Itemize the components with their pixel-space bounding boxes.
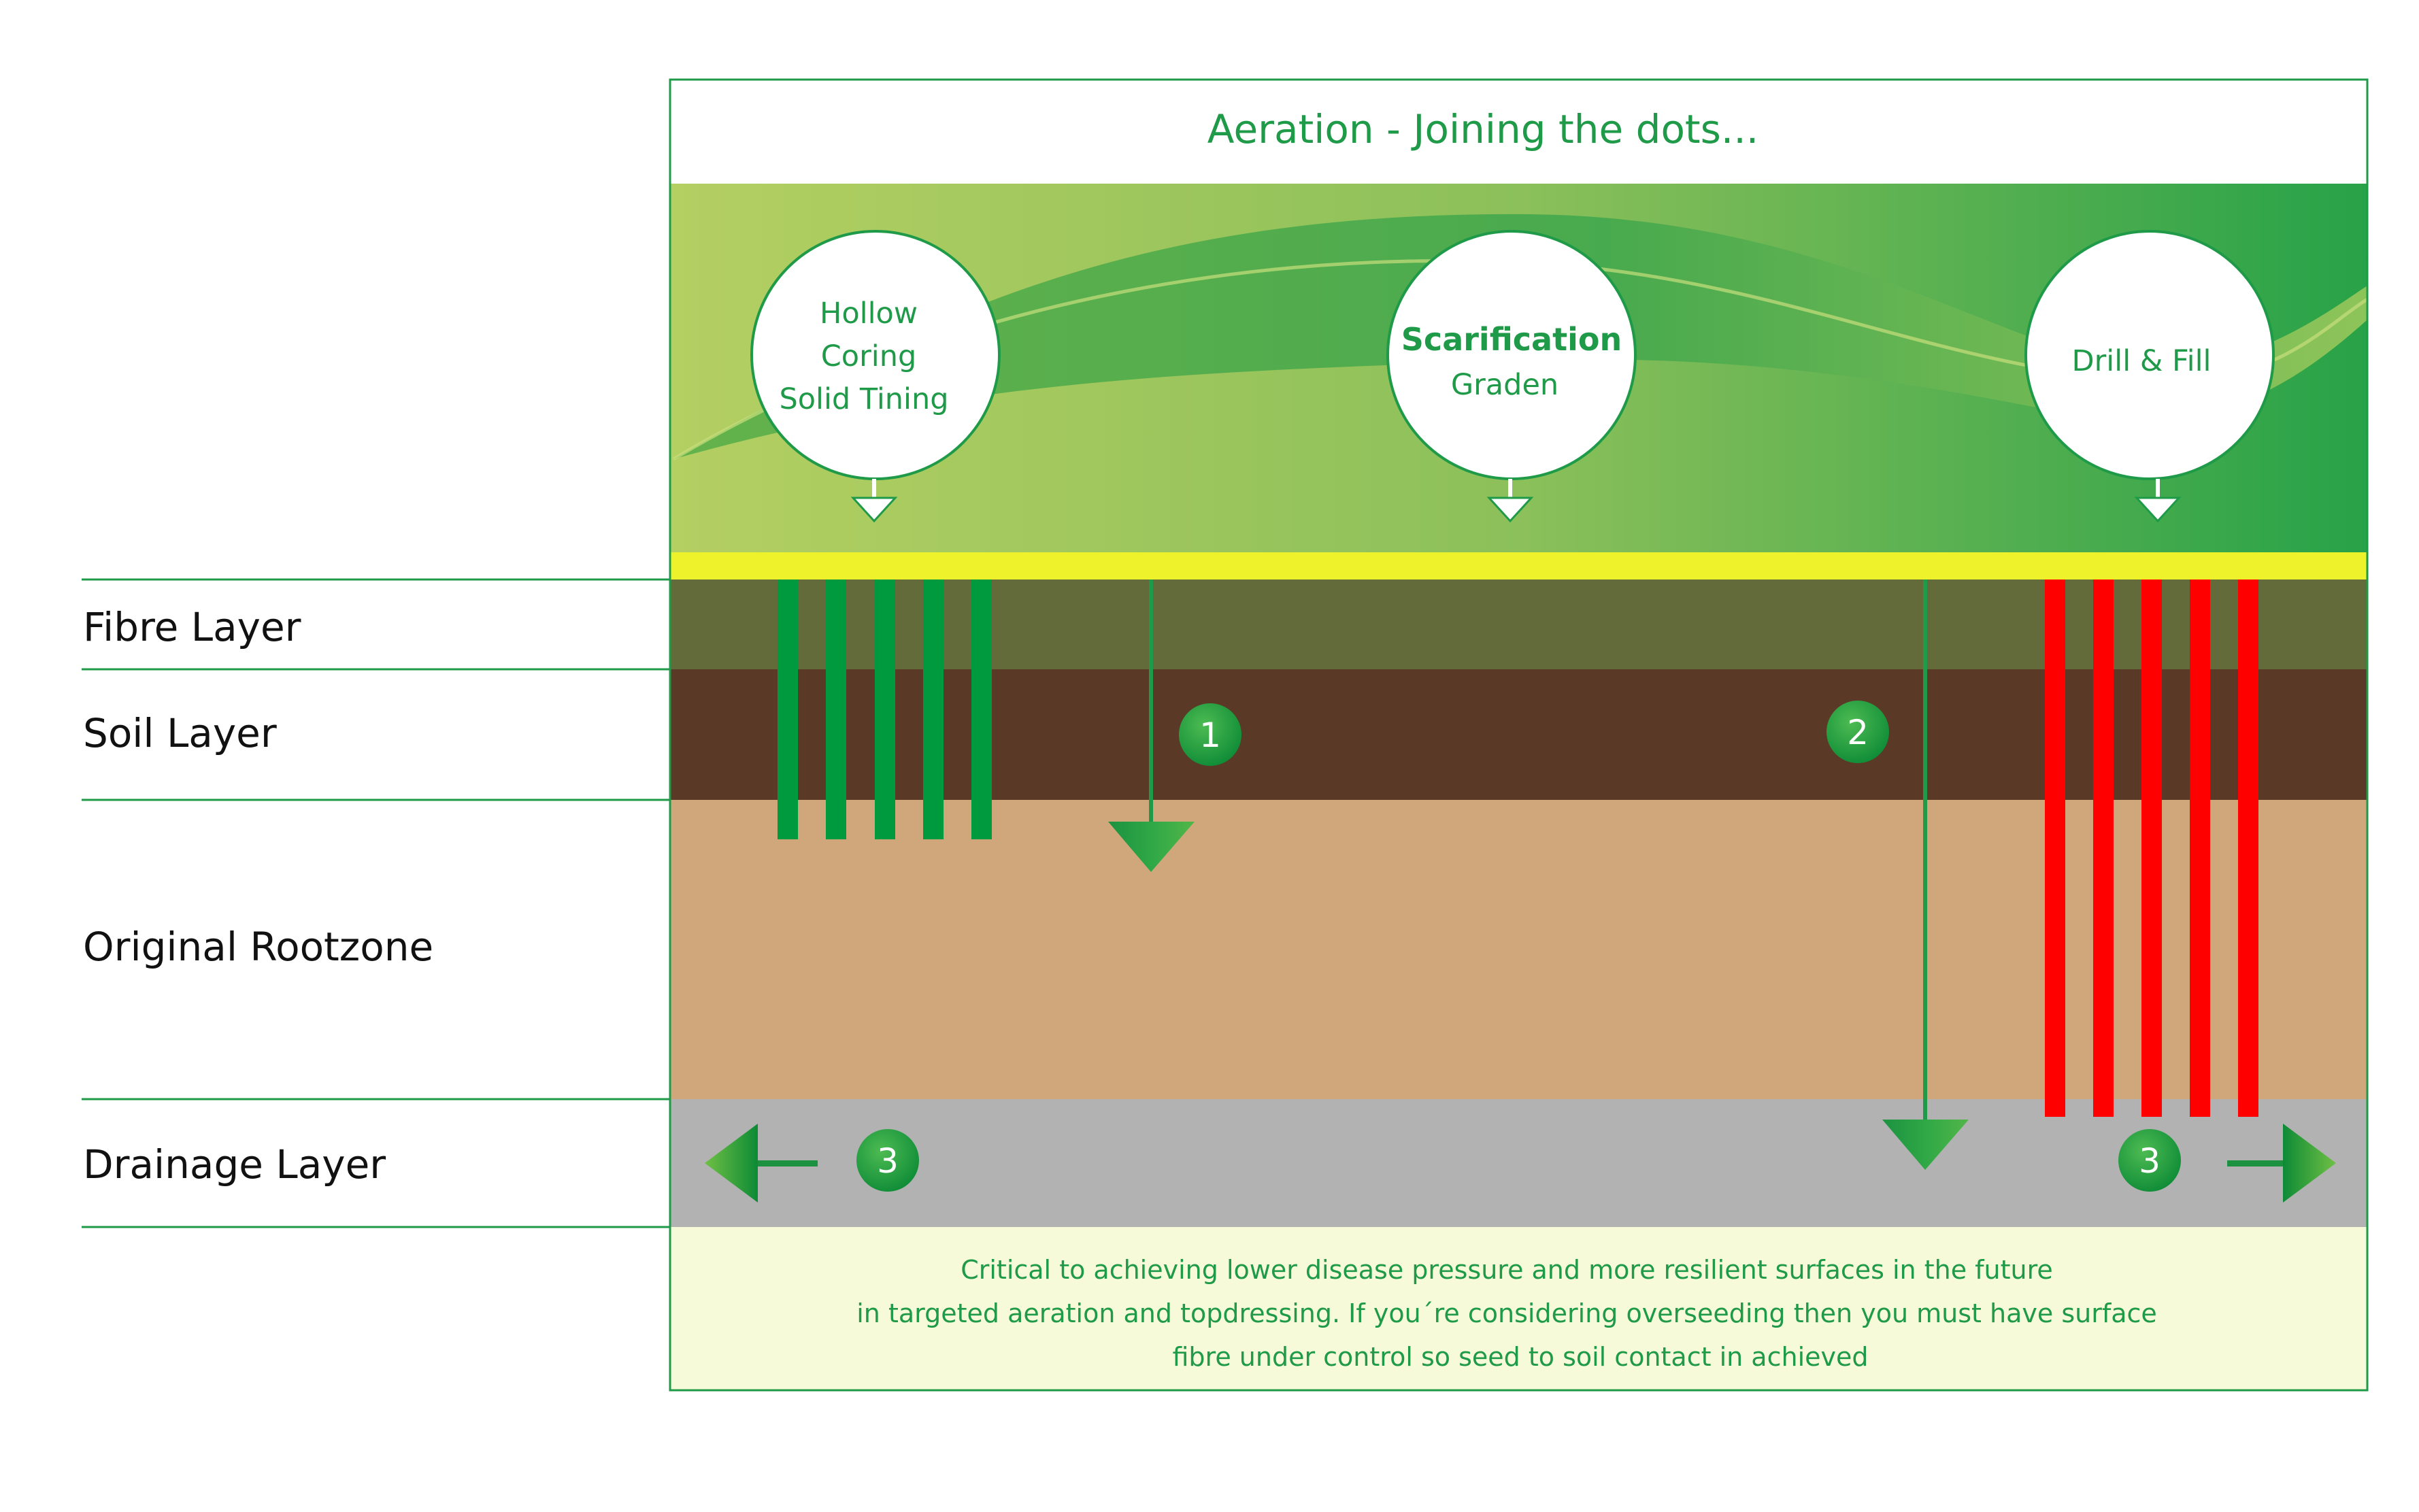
soil-layer <box>670 669 2367 800</box>
red-tine <box>2190 579 2210 1117</box>
title-band <box>670 80 2367 185</box>
red-tine <box>2045 579 2065 1117</box>
red-tine <box>2238 579 2258 1117</box>
down-pointer-icon <box>850 497 898 523</box>
marker-3-left: 3 <box>856 1129 919 1192</box>
red-tine <box>2141 579 2162 1117</box>
layer-guide-lines <box>82 578 670 1228</box>
method-scarification: Scarification Graden <box>1386 230 1637 523</box>
method-hollow-coring: Hollow Coring Solid Tining <box>750 230 1001 523</box>
fibre-layer <box>670 579 2367 669</box>
marker-1-label: 1 <box>1199 716 1221 755</box>
layer-label-drainage: Drainage Layer <box>83 1141 386 1188</box>
marker-3-right: 3 <box>2118 1129 2181 1192</box>
marker-2: 2 <box>1826 701 1889 763</box>
green-tine <box>778 579 798 839</box>
drainage-left-arrow <box>705 1124 818 1203</box>
drainage-right-arrow <box>2227 1124 2336 1203</box>
marker-1: 1 <box>1179 703 1241 766</box>
footer-band <box>670 1227 2367 1390</box>
method-hollow-coring-line1: Hollow <box>820 297 918 331</box>
method-hollow-coring-line2: Coring <box>821 339 917 373</box>
drainage-layer <box>670 1099 2367 1227</box>
diagram-title: Aeration - Joining the dots... <box>1207 106 1758 152</box>
method-drill-fill-line1: Drill & Fill <box>2072 344 2212 378</box>
method-drill-fill: Drill & Fill <box>2024 230 2275 523</box>
layer-label-soil: Soil Layer <box>83 710 277 756</box>
red-tine <box>2093 579 2114 1117</box>
green-tine <box>971 579 992 839</box>
footer-line-2: in targeted aeration and topdressing. If… <box>856 1298 2157 1328</box>
down-arrow-1 <box>1108 579 1195 872</box>
green-tines <box>778 579 992 839</box>
layer-label-fibre: Fibre Layer <box>83 604 301 650</box>
marker-3-left-label: 3 <box>877 1141 899 1181</box>
rootzone-layer <box>670 800 2367 1099</box>
footer-line-1: Critical to achieving lower disease pres… <box>961 1255 2053 1285</box>
method-hollow-coring-line3: Solid Tining <box>779 382 948 416</box>
method-scarification-line1: Scarification <box>1401 321 1622 358</box>
down-arrow-2 <box>1882 579 1969 1170</box>
green-tine <box>826 579 846 839</box>
thatch-strip <box>670 552 2367 579</box>
marker-2-label: 2 <box>1847 713 1869 752</box>
marker-3-right-label: 3 <box>2139 1141 2161 1181</box>
green-tine <box>923 579 944 839</box>
down-pointer-icon <box>2134 497 2182 523</box>
green-tine <box>875 579 895 839</box>
method-scarification-line2: Graden <box>1451 368 1558 402</box>
diagram-frame <box>669 78 2369 1392</box>
down-pointer-icon <box>1486 497 1534 523</box>
red-tines <box>2045 579 2258 1117</box>
layer-label-rootzone: Original Rootzone <box>83 924 433 970</box>
footer-line-3: fibre under control so seed to soil cont… <box>1172 1342 1868 1372</box>
